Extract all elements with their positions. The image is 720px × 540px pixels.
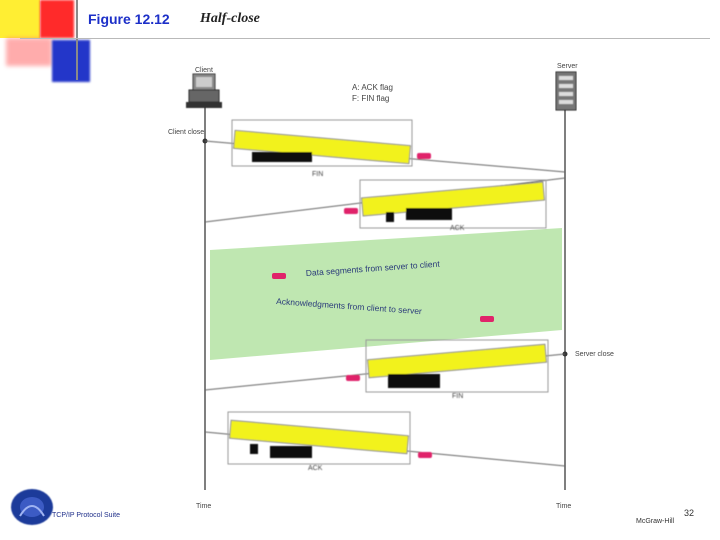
footer-publisher: McGraw-Hill [636, 518, 675, 525]
segment-ack-2-label: ACK [308, 465, 323, 472]
decor-red-shadow [6, 38, 52, 66]
slide-title: Figure 12.12 [88, 11, 170, 27]
segment-fin-2: FIN [204, 339, 566, 400]
client-computer-icon [186, 73, 222, 108]
publisher-logo-icon [11, 489, 53, 525]
server-close-label: Server close [575, 351, 614, 358]
decor-blue-square [52, 40, 90, 82]
segment-ack-1: ACK [204, 177, 566, 232]
legend-fin: F: FIN flag [352, 94, 389, 103]
client-time-label: Time [196, 503, 211, 510]
decor-yellow-square [0, 0, 40, 38]
data-arrow-server-client [272, 273, 286, 279]
decor-vertical-line [76, 0, 78, 80]
segment-fin-1: FIN [204, 119, 566, 178]
legend-ack: A: ACK flag [352, 83, 393, 92]
client-close-label: Client close [168, 129, 204, 136]
server-icon [555, 71, 577, 111]
decor-red-square [40, 0, 74, 38]
server-time-label: Time [556, 503, 571, 510]
slide-subtitle: Half-close [200, 11, 260, 26]
segment-ack-2: ACK [204, 411, 566, 472]
segment-ack-1-label: ACK [450, 225, 465, 232]
logo-text: TCP/IP Protocol Suite [52, 512, 120, 519]
header-divider [20, 38, 710, 39]
ack-arrow-client-server [480, 316, 494, 322]
client-label: Client [195, 67, 213, 74]
data-transfer-band [210, 228, 562, 360]
segment-fin-1-label: FIN [312, 171, 323, 178]
page-number: 32 [684, 508, 695, 518]
server-label: Server [557, 63, 578, 70]
segment-fin-2-label: FIN [452, 393, 463, 400]
